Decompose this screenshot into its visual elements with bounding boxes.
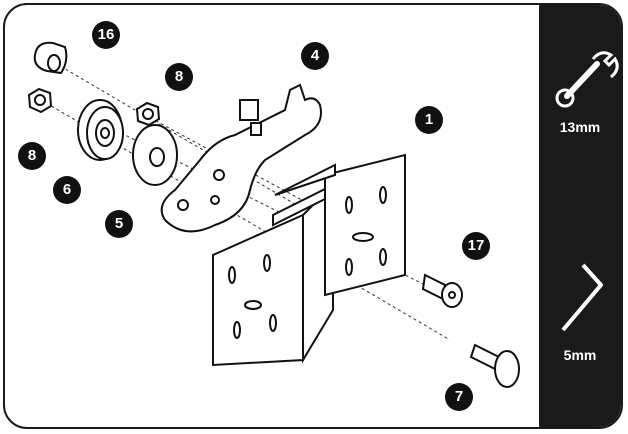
callout-5: 5 <box>105 210 133 238</box>
roller-wheel-part <box>77 99 124 161</box>
hex-key-icon <box>561 263 603 332</box>
callout-1: 1 <box>415 106 443 134</box>
mounting-bracket-part <box>212 153 406 367</box>
cap-nut-part <box>33 41 68 75</box>
callout-7: 7 <box>445 383 473 411</box>
wrench-icon <box>555 51 619 108</box>
callout-6: 6 <box>53 176 81 204</box>
callout-16: 16 <box>92 21 120 49</box>
exploded-view-drawing <box>27 41 520 388</box>
callout-4: 4 <box>301 42 329 70</box>
callout-8-left: 8 <box>18 142 46 170</box>
hex-key-size-label: 5mm <box>563 347 597 363</box>
diagram-frame: 13mm 5mm 16 4 8 8 1 6 5 17 7 <box>3 3 623 429</box>
wrench-size-label: 13mm <box>559 119 601 135</box>
cam-bracket-part <box>160 83 322 233</box>
hex-nut-left-part <box>27 87 53 114</box>
socket-bolt-part <box>421 273 463 308</box>
hex-nut-upper-part <box>135 101 161 127</box>
carriage-bolt-part <box>469 343 520 388</box>
washer-part <box>132 124 178 186</box>
callout-17: 17 <box>462 232 490 260</box>
callout-8-upper: 8 <box>165 63 193 91</box>
tool-sidebar: 13mm 5mm <box>539 5 621 427</box>
